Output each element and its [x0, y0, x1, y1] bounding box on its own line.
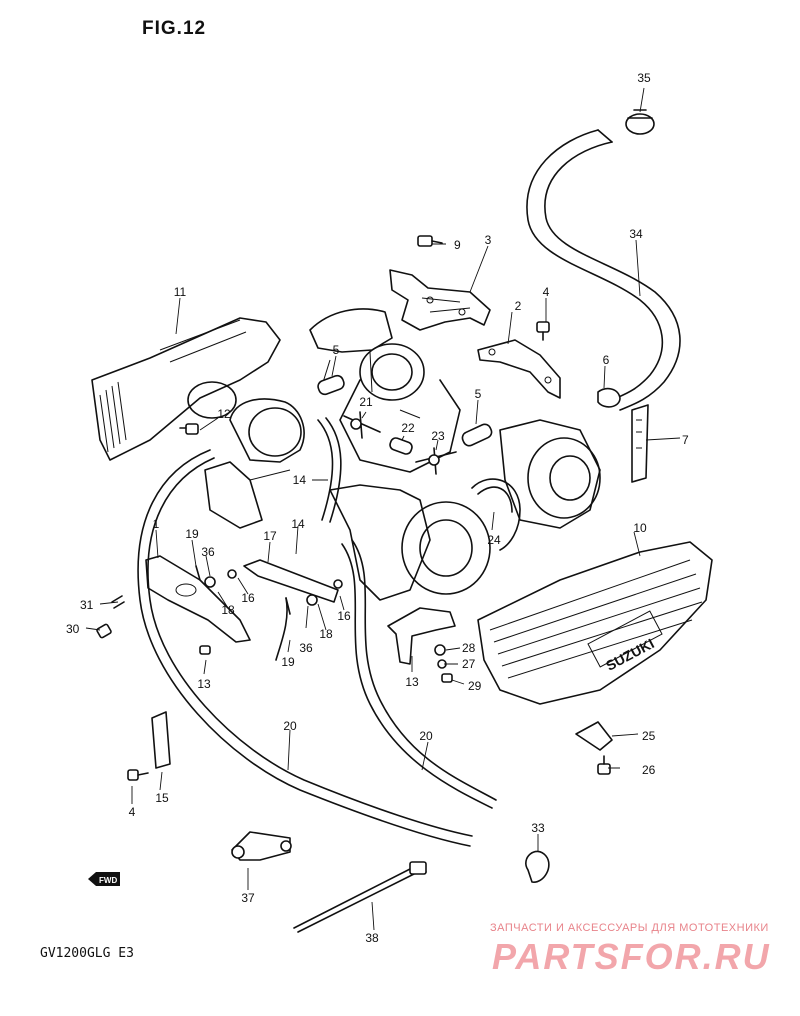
callout-32: 31	[80, 598, 94, 612]
callout-10: 10	[633, 521, 647, 535]
callout-6: 6	[603, 353, 610, 367]
callout-19-lower: 19	[281, 655, 295, 669]
callout-19-upper: 19	[185, 527, 199, 541]
fitting-5-upper	[317, 374, 345, 396]
part-callouts: 35 34 9 3 11 4 2 5 6 5 21 12 22 23 7 14 …	[66, 71, 689, 945]
callout-26: 25	[642, 729, 656, 743]
cover-emblem-text: SUZUKI	[603, 635, 657, 674]
callout-36-lower: 36	[299, 641, 313, 655]
callout-30: 29	[468, 679, 482, 693]
fitting-5-right	[461, 423, 493, 447]
clamp-6	[597, 387, 621, 408]
callout-2: 2	[515, 299, 522, 313]
callout-5-right: 5	[475, 387, 482, 401]
clamp-34	[625, 109, 655, 135]
side-cover-9	[91, 317, 281, 461]
callout-4-upper: 4	[543, 285, 550, 299]
model-code: GV1200GLG E3	[40, 946, 134, 961]
bracket-15	[151, 711, 171, 769]
callout-1: 1	[153, 517, 160, 531]
callout-18-left: 18	[221, 603, 235, 617]
callout-9: 11	[174, 285, 187, 299]
callout-5-upper: 5	[333, 343, 340, 357]
carburetor-assembly	[204, 308, 601, 601]
callout-21: 20	[283, 719, 297, 733]
bracket-3	[389, 269, 491, 331]
hose-20	[341, 539, 497, 809]
clip-35	[525, 850, 550, 883]
callout-35: 33	[531, 821, 545, 835]
fwd-arrow-icon: FWD	[88, 872, 120, 886]
callout-36-upper: 36	[201, 545, 215, 559]
bracket-1	[145, 555, 251, 643]
bolt-11	[179, 423, 199, 435]
callout-22: 21	[359, 395, 373, 409]
hose-33	[526, 129, 681, 411]
callout-3: 3	[485, 233, 492, 247]
bracket-12	[387, 607, 456, 665]
callout-20: 20	[419, 729, 433, 743]
bracket-17	[243, 559, 339, 603]
svg-text:FWD: FWD	[99, 876, 117, 885]
side-cover-10: SUZUKI	[477, 541, 713, 705]
callout-12: 13	[405, 675, 419, 689]
hose-25	[471, 478, 521, 551]
callout-34: 35	[637, 71, 651, 85]
callout-37: 37	[241, 891, 255, 905]
fitting-23	[389, 437, 413, 455]
callout-23: 22	[401, 421, 415, 435]
callout-38: 38	[365, 931, 379, 945]
callout-28: 27	[462, 657, 476, 671]
callout-8: 9	[454, 238, 461, 252]
bolt-27	[597, 755, 611, 775]
callout-25: 24	[487, 533, 501, 547]
spring-19	[275, 597, 288, 661]
callout-24: 23	[431, 429, 445, 443]
bolt-4-upper	[536, 321, 550, 341]
callout-29: 28	[462, 641, 476, 655]
watermark-tagline: ЗАПЧАСТИ И АКСЕССУАРЫ ДЛЯ МОТОТЕХНИКИ	[490, 922, 769, 934]
callout-14-upper: 14	[293, 473, 307, 487]
callout-11: 12	[217, 407, 231, 421]
callout-7: 7	[682, 433, 689, 447]
callout-18-right: 18	[319, 627, 333, 641]
joint-37	[231, 831, 292, 861]
watermark-logo: PARTSFOR.RU	[492, 936, 771, 977]
callout-15: 15	[155, 791, 169, 805]
callout-33: 34	[629, 227, 643, 241]
hose-21	[137, 449, 473, 847]
small-parts-left	[96, 565, 453, 683]
callout-14-lower: 14	[291, 517, 305, 531]
leader-lines	[85, 87, 681, 931]
hose-14	[317, 417, 342, 523]
cable-tie-38	[293, 861, 427, 933]
callout-13: 13	[197, 677, 211, 691]
figure-title: FIG.12	[142, 18, 207, 39]
bracket-7	[631, 404, 649, 483]
callout-16-left: 16	[241, 591, 255, 605]
callout-4-lower: 4	[129, 805, 136, 819]
tee-joint-22	[343, 411, 381, 439]
bolt-8	[417, 235, 443, 247]
bracket-26	[575, 721, 613, 751]
bracket-2	[477, 339, 561, 399]
callout-27: 26	[642, 763, 656, 777]
callout-16-right: 16	[337, 609, 351, 623]
callout-17: 17	[263, 529, 277, 543]
bolt-4-lower	[127, 769, 149, 781]
callout-31: 30	[66, 622, 80, 636]
tee-joint-24	[415, 447, 457, 475]
